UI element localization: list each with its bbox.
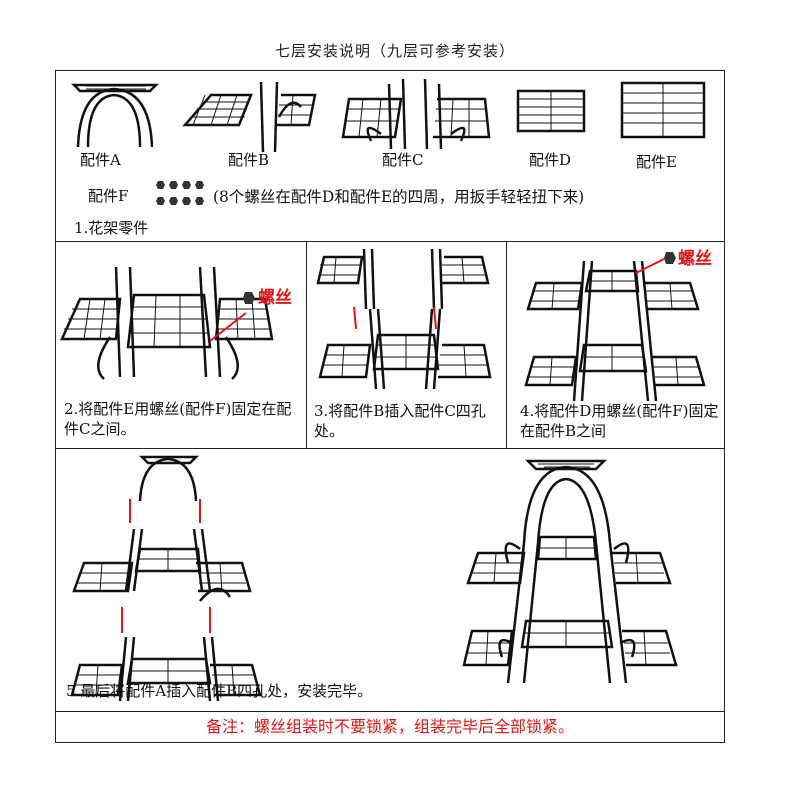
part-b-label: 配件B (228, 149, 269, 170)
step2-caption: 2.将配件E用螺丝(配件F)固定在配件C之间。 (64, 399, 300, 439)
screw-label: 螺丝 (258, 283, 292, 308)
divider (56, 448, 724, 449)
screw-label-2: 螺丝 (678, 244, 712, 269)
part-e-label: 配件E (636, 151, 677, 172)
part-a-label: 配件A (80, 149, 121, 170)
part-e-drawing (616, 79, 716, 139)
instruction-frame: 配件A 配件B 配件C 配件D 配件E 配件F (55, 70, 725, 743)
step1-caption: 1.花架零件 (74, 217, 148, 238)
screw-icon (242, 291, 256, 305)
step5-drawing (70, 451, 270, 681)
divider (56, 711, 724, 712)
screws-icon (152, 179, 208, 213)
part-b-drawing (181, 77, 321, 157)
page-title: 七层安装说明（九层可参考安装） (0, 40, 790, 61)
part-a-drawing (66, 77, 176, 157)
divider (506, 241, 507, 448)
screw-icon (663, 251, 677, 265)
divider (56, 241, 724, 242)
part-d-label: 配件D (529, 149, 571, 170)
part-c-label: 配件C (382, 149, 423, 170)
part-d-drawing (514, 87, 594, 137)
step3-drawing (314, 249, 504, 399)
finished-stand-drawing (464, 453, 694, 693)
assembly-note: 备注：螺丝组装时不要锁紧，组装完毕后全部锁紧。 (56, 713, 724, 737)
part-f-note: (8个螺丝在配件D和配件E的四周，用扳手轻轻扭下来) (213, 185, 584, 207)
step5-caption: 5.最后将配件A插入配件B四孔处，安装完毕。 (66, 681, 506, 701)
part-c-drawing (341, 79, 491, 154)
step4-caption: 4.将配件D用螺丝(配件F)固定在配件B之间 (520, 401, 720, 441)
part-f-label: 配件F (88, 185, 128, 206)
divider (306, 241, 307, 448)
step3-caption: 3.将配件B插入配件C四孔处。 (314, 401, 504, 441)
step4-drawing (524, 261, 724, 406)
